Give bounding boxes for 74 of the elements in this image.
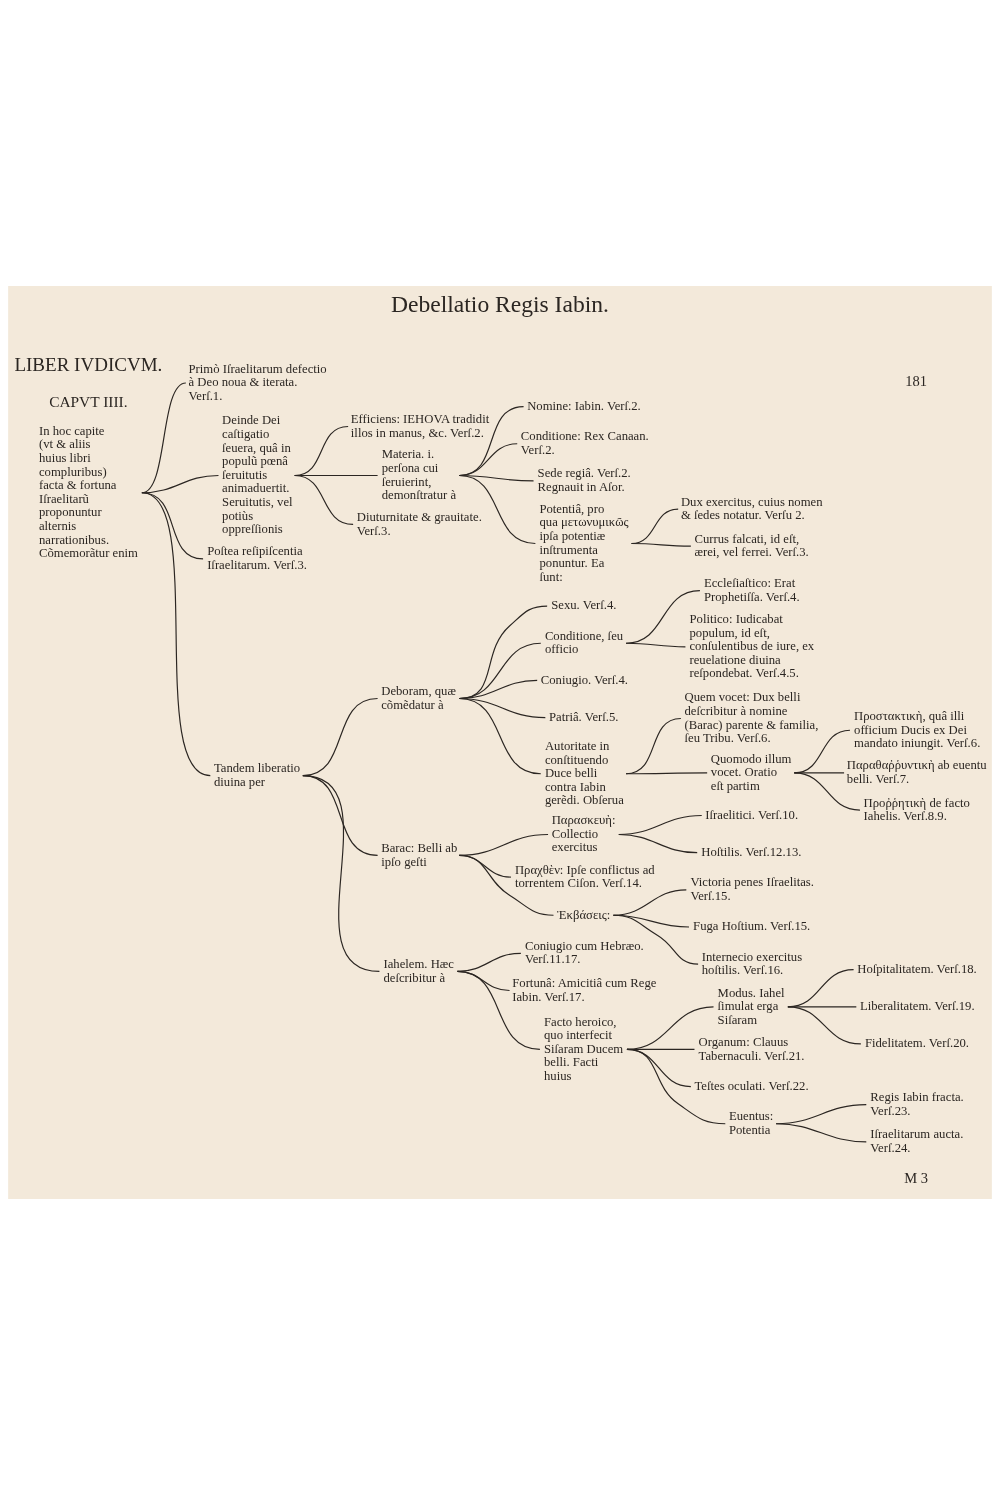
connector: [793, 772, 861, 811]
connector: [141, 492, 211, 777]
connector: [618, 833, 698, 854]
node-text: Currus falcati, id eſt, ærei, vel ferrei. Verſ.3.: [694, 531, 809, 560]
node-text: Coniugio. Verſ.4.: [540, 672, 628, 687]
connector: [302, 775, 379, 856]
node-text: Παρασκευὴ: Collectio exercitus: [551, 813, 616, 855]
node-text: Efficiens: IEHOVA tradidit illos in manus, &c. Verſ.2.: [350, 412, 490, 440]
node-text: Barac: Belli ab ipſo geſti: [381, 840, 458, 869]
node-text: Nomine: Iabin. Verſ.2.: [527, 398, 641, 413]
node-text: Hoſtilis. Verſ.12.13.: [701, 845, 802, 860]
connector: [775, 1123, 867, 1143]
connector: [625, 772, 708, 775]
node-text: In hoc capite (vt & aliis huius libri compluribus) facta & fortuna Iſraelitarũ proponuntur alternis narrationibus. Cõmemorãtur enim: [38, 423, 138, 561]
node-text: Fidelitatem. Verſ.20.: [864, 1036, 970, 1051]
connector: [141, 492, 204, 560]
connector: [612, 889, 687, 916]
node-text: Προστακτικὴ, quâ illi officium Ducis ex Dei mandato iniungit. Verſ.6.: [854, 709, 981, 751]
node-text: Quem vocet: Dux belli deſcribitur à nomine (Barac) parente & familia, ſeu Tribu. Verſ.6.: [684, 690, 819, 746]
node-text: Tandem liberatio diuina per: [213, 761, 301, 789]
node-text: Teſtes oculati. Verſ.22.: [694, 1078, 809, 1093]
node-text: Πραχθὲν: Ipſe conflictus ad torrentem Ciſon. Verſ.14.: [514, 862, 655, 891]
node-text: Diuturnitate & grauitate. Verſ.3.: [356, 510, 482, 538]
connector: [625, 642, 686, 648]
connector: [612, 914, 699, 965]
node-text: Victoria penes Iſraelitas. Verſ.15.: [690, 875, 814, 903]
label: CAPVT IIII.: [49, 392, 128, 410]
connector: [626, 1048, 726, 1125]
node-text: Iahelem. Hæc deſcribitur à: [383, 956, 454, 985]
label: LIBER IVDICVM.: [14, 353, 163, 375]
node-text: Fortunâ: Amicitiâ cum Rege Iabin. Verſ.17.: [512, 976, 657, 1004]
node-text: Internecio exercitus hoſtilis. Verſ.16.: [701, 949, 803, 978]
connector: [302, 775, 380, 972]
node-text: Προῤῥητικὴ de facto Iahelis. Verſ.8.9.: [863, 795, 970, 824]
node-text: Dux exercitus, cuius nomen & ſedes notatur. Verſu 2.: [680, 494, 823, 523]
node-text: Conditione, ſeu officio: [544, 628, 624, 657]
connector: [294, 474, 354, 526]
node-text: Eccleſiaſtico: Erat Prophetiſſa. Verſ.4.: [704, 576, 800, 604]
node-text: Παραθαῤῥυντικὴ ab euentu belli. Verſ.7.: [846, 758, 987, 787]
connector: [458, 474, 536, 545]
node-text: Conditione: Rex Canaan. Verſ.2.: [520, 429, 649, 457]
node-text: Sede regiâ. Verſ.2. Regnauit in Aſor.: [537, 466, 631, 495]
label: M 3: [904, 1169, 929, 1186]
node-text: Modus. Iahel ſimulat erga Siſaram: [717, 985, 785, 1027]
node-text: Potentiâ, pro qua μετωνυμικῶς ipſa potentiæ inſtrumenta ponuntur. Ea ſunt:: [539, 501, 629, 584]
connector: [630, 542, 692, 547]
node-text: Patriâ. Verſ.5.: [548, 709, 619, 724]
connector: [787, 1006, 862, 1045]
node-text: Sexu. Verſ.4.: [551, 598, 617, 613]
node-text: Iſraelitarum aucta. Verſ.24.: [870, 1127, 964, 1156]
node-text: Poſtea reſipiſcentia Iſraelitarum. Verſ.3.: [207, 544, 307, 573]
node-text: Politico: Iudicabat populum, id eſt, conſulentibus de iure, ex reuelatione diuina reſpondebat. Verſ.4.5.: [689, 612, 815, 681]
connector: [456, 970, 541, 1050]
node-text: Primò Iſraelitarum defectio à Deo noua & iterata. Verſ.1.: [188, 361, 327, 403]
node-text: Organum: Clauus Tabernaculi. Verſ.21.: [698, 1034, 805, 1063]
node-text: Deboram, quæ cõmẽdatur à: [381, 684, 456, 712]
node-text: Regis Iabin fracta. Verſ.23.: [870, 1090, 964, 1118]
node-text: Quomodo illum vocet. Oratio eſt partim: [710, 751, 792, 793]
node-text: Liberalitatem. Verſ.19.: [859, 999, 975, 1014]
node-text: Ἐκβάσεις:: [557, 907, 611, 922]
node-text: Autoritate in conſtituendo Duce belli contra Iabin gerẽdi. Obſerua: [544, 738, 624, 808]
node-text: Iſraelitici. Verſ.10.: [705, 807, 799, 822]
label: 181: [905, 373, 928, 390]
node-text: Coniugio cum Hebræo. Verſ.11.17.: [524, 938, 644, 967]
node-text: Fuga Hoſtium. Verſ.15.: [693, 919, 811, 934]
node-text: Euentus: Potentia: [728, 1109, 774, 1137]
node-text: Materia. i. perſona cui ſeruierint, demonſtratur à: [381, 447, 457, 503]
node-text: Deinde Dei caſtigatio ſeuera, quâ in populũ pœnâ ſeruitutis animaduertit. Seruitutis, vel potiùs oppreſſionis: [222, 413, 293, 537]
node-text: Hoſpitalitatem. Verſ.18.: [857, 961, 977, 976]
diagram-title: Debellatio Regis Iabin.: [391, 291, 609, 318]
connector: [625, 590, 701, 644]
connector: [458, 697, 542, 775]
node-text: Facto heroico, quo interfecit Siſaram Ducem belli. Facti huius: [543, 1014, 624, 1083]
connector: [458, 854, 555, 916]
